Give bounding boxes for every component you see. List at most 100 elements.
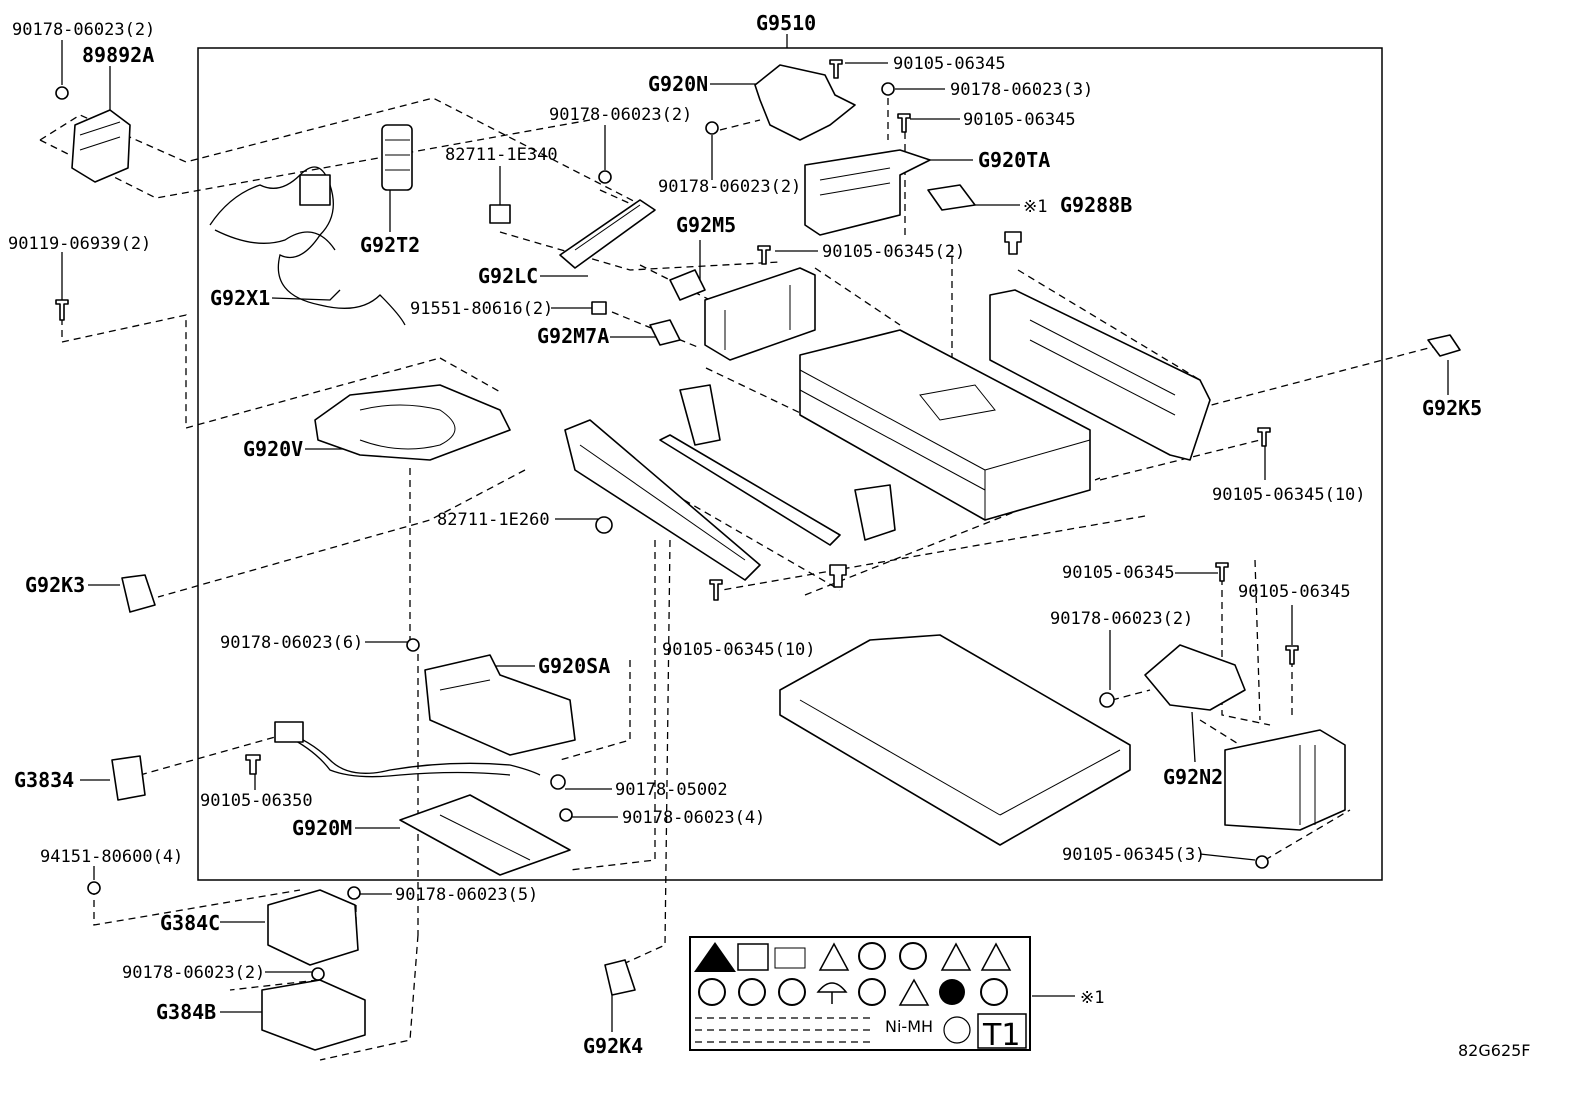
label-91551-80616-2: 91551-80616(2) xyxy=(410,299,553,319)
warning-icon xyxy=(694,942,736,972)
label-90178-05002: 90178-05002 xyxy=(615,780,728,800)
part-G920M-plate xyxy=(399,794,571,876)
label-G92K4: G92K4 xyxy=(583,1034,643,1058)
label-90178-06023-3: 90178-06023(3) xyxy=(950,80,1093,100)
label-90105-06350: 90105-06350 xyxy=(200,791,313,811)
label-ref-mark: ※1 xyxy=(1023,197,1047,217)
part-G3834-bracket xyxy=(111,755,146,801)
part-G92N2-duct xyxy=(1144,644,1246,711)
label-90119-06939-2: 90119-06939(2) xyxy=(8,234,151,254)
label-G92X1: G92X1 xyxy=(210,286,270,310)
label-90178-06023-2-b: 90178-06023(2) xyxy=(549,105,692,125)
explosion-icon xyxy=(898,978,930,1006)
label-90105-06345-b: 90105-06345 xyxy=(963,110,1076,130)
high-voltage-icon xyxy=(818,942,850,971)
label-assembly: G9510 xyxy=(756,11,816,35)
part-battery-module xyxy=(799,329,1091,521)
label-90178-06023-2-e: 90178-06023(2) xyxy=(122,963,265,983)
label-G920N: G920N xyxy=(648,72,708,96)
label-90105-06345-2: 90105-06345(2) xyxy=(822,242,965,262)
label-G920SA: G920SA xyxy=(538,654,610,678)
label-90178-06023-5: 90178-06023(5) xyxy=(395,885,538,905)
label-82711-1E260: 82711-1E260 xyxy=(437,510,550,530)
label-G92M5: G92M5 xyxy=(676,213,736,237)
part-G920SA-duct xyxy=(424,654,576,756)
label-G3834: G3834 xyxy=(14,768,74,792)
label-G920M: G920M xyxy=(292,816,352,840)
manual-book-icon xyxy=(737,943,769,971)
caution-label: Ni-MH T1 xyxy=(689,936,1031,1053)
callout-labels: G9510 90178-06023(2) 89892A 90119-06939(… xyxy=(8,11,1531,1060)
flammable-icon xyxy=(940,942,972,971)
label-G92M7A: G92M7A xyxy=(537,324,609,348)
label-82711-1E340: 82711-1E340 xyxy=(445,145,558,165)
label-code-text: T1 xyxy=(982,1018,1020,1053)
label-90105-06345-3: 90105-06345(3) xyxy=(1062,845,1205,865)
label-90105-06345-10-b: 90105-06345(10) xyxy=(662,640,816,660)
part-G92K3-bracket xyxy=(121,574,156,613)
part-bracket-plate-center xyxy=(704,267,816,361)
diagram-code: 82G625F xyxy=(1458,1041,1531,1060)
part-G92K5-bracket xyxy=(1427,334,1461,357)
corrosive-icon xyxy=(980,942,1012,971)
part-G92M5-bracket xyxy=(669,269,706,301)
part-82711-1E340-clamp xyxy=(489,204,511,224)
exploded-view-svg: Ni-MH T1 G9510 90178-06023(2) 89892A 901… xyxy=(8,11,1531,1061)
label-G92N2: G92N2 xyxy=(1163,765,1223,789)
no-water-icon xyxy=(778,978,806,1006)
label-G92T2: G92T2 xyxy=(360,233,420,257)
no-fire-icon xyxy=(858,942,886,970)
label-90178-06023-2-a: 90178-06023(2) xyxy=(12,20,155,40)
label-90178-06023-2-d: 90178-06023(2) xyxy=(1050,609,1193,629)
label-G92K5: G92K5 xyxy=(1422,396,1482,420)
label-caution-ref: ※1 xyxy=(1080,988,1104,1008)
part-lower-bracket-center xyxy=(564,419,841,581)
part-G92X1-wire xyxy=(209,166,406,326)
part-right-duct-lower xyxy=(1224,729,1346,831)
part-G92LC-bracket xyxy=(559,199,656,269)
part-G920N-duct xyxy=(754,64,856,141)
no-open-icon xyxy=(980,978,1008,1006)
label-90178-06023-4: 90178-06023(4) xyxy=(622,808,765,828)
no-heat-icon xyxy=(939,979,965,1005)
label-G9288B: G9288B xyxy=(1060,193,1132,217)
part-G920V-duct xyxy=(314,384,511,461)
label-94151-80600-4: 94151-80600(4) xyxy=(40,847,183,867)
no-disassembly-icon xyxy=(899,942,927,970)
label-90105-06345-10-a: 90105-06345(10) xyxy=(1212,485,1366,505)
label-G384C: G384C xyxy=(160,911,220,935)
label-90105-06345-a: 90105-06345 xyxy=(893,54,1006,74)
part-G920TA-duct xyxy=(804,149,931,236)
part-G384B-cover xyxy=(261,979,366,1051)
label-G920TA: G920TA xyxy=(978,148,1050,172)
part-G384C-cover xyxy=(267,889,359,966)
part-89892A-computer xyxy=(71,109,131,183)
battery-icon xyxy=(774,947,806,969)
part-G9288B-label xyxy=(927,184,976,211)
part-wire-harness-lower xyxy=(274,721,541,778)
part-G92T2-cable xyxy=(381,124,413,191)
part-G92M7A-bracket xyxy=(649,319,681,346)
leader-lines xyxy=(61,40,1449,1032)
parts-diagram: Ni-MH T1 G9510 90178-06023(2) 89892A 901… xyxy=(8,11,1531,1061)
label-90105-06345-c: 90105-06345 xyxy=(1062,563,1175,583)
no-touch-icon xyxy=(698,978,726,1006)
label-90105-06345-d: 90105-06345 xyxy=(1238,582,1351,602)
no-child-icon xyxy=(738,978,766,1006)
no-short-circuit-icon xyxy=(858,978,886,1006)
part-G92K4-bracket xyxy=(604,959,636,996)
label-G384B: G384B xyxy=(156,1000,216,1024)
recycle-icon xyxy=(943,1016,971,1044)
label-90178-06023-6: 90178-06023(6) xyxy=(220,633,363,653)
part-nuts-screws xyxy=(55,59,1299,981)
label-G92LC: G92LC xyxy=(478,264,538,288)
umbrella-icon xyxy=(816,982,848,1004)
part-lower-case xyxy=(779,634,1131,846)
assembly-frame xyxy=(197,47,1383,881)
label-G920V: G920V xyxy=(243,437,303,461)
battery-type-text: Ni-MH xyxy=(885,1017,933,1036)
part-upper-bracket-right xyxy=(989,289,1211,461)
part-side-duct xyxy=(679,384,896,541)
label-G92K3: G92K3 xyxy=(25,573,85,597)
label-90178-06023-2-c: 90178-06023(2) xyxy=(658,177,801,197)
